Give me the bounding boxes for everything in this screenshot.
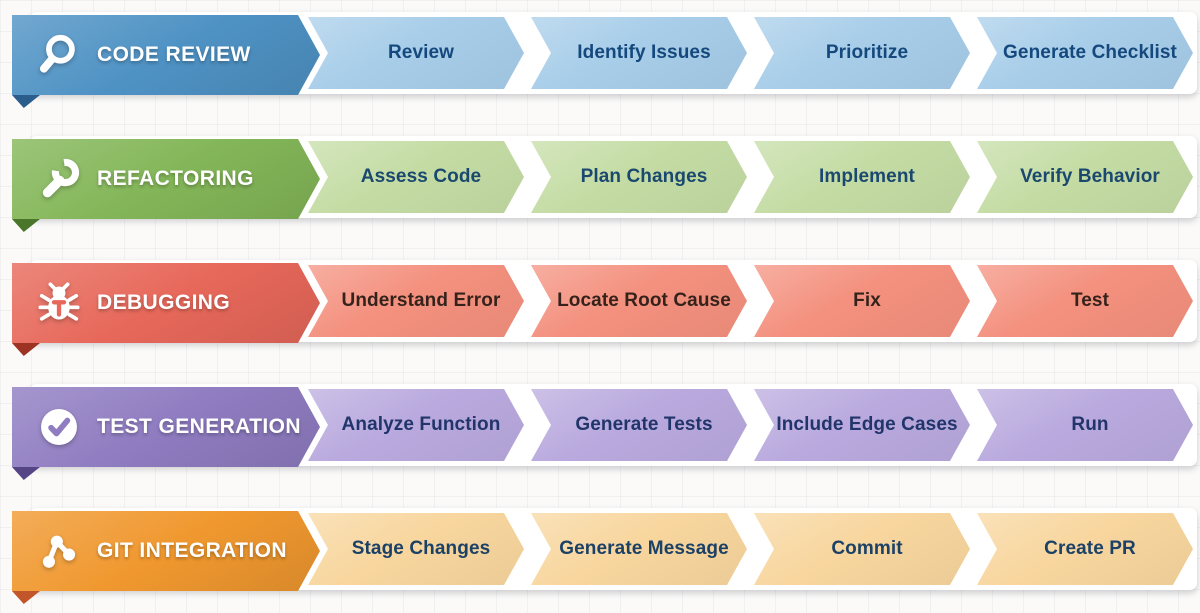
step-label: Implement: [819, 166, 915, 187]
pipeline-row-test-generation: TEST GENERATION Analyze Function Generate…: [12, 384, 1197, 480]
step-label: Generate Checklist: [1003, 42, 1177, 63]
pipeline-row-git-integration: GIT INTEGRATION Stage Changes Generate Me…: [12, 508, 1197, 604]
step-stage-changes: Stage Changes: [308, 513, 524, 585]
step-label: Stage Changes: [351, 538, 491, 559]
step-run: Run: [977, 389, 1193, 461]
steps-track: Stage Changes Generate Message Commit Creat…: [308, 513, 1193, 585]
pipeline-row-code-review: CODE REVIEW Review Identify Issues Priorit…: [12, 12, 1197, 108]
step-assess-code: Assess Code: [308, 141, 524, 213]
step-label: Understand Error: [341, 290, 501, 311]
wrench-icon: [36, 156, 82, 202]
step-review: Review: [308, 17, 524, 89]
step-test: Test: [977, 265, 1193, 337]
step-prioritize: Prioritize: [754, 17, 970, 89]
pipeline-row-debugging: DEBUGGING Understand Error Locate Root Ca…: [12, 260, 1197, 356]
step-commit: Commit: [754, 513, 970, 585]
step-label: Plan Changes: [580, 166, 708, 187]
step-label: Create PR: [1044, 538, 1136, 559]
step-label: Generate Tests: [575, 414, 713, 435]
step-label: Locate Root Cause: [557, 290, 731, 311]
step-generate-message: Generate Message: [531, 513, 747, 585]
step-label: Review: [387, 42, 455, 63]
ribbon-fold: [12, 219, 40, 232]
steps-track: Understand Error Locate Root Cause Fix Test: [308, 265, 1193, 337]
step-verify-behavior: Verify Behavior: [977, 141, 1193, 213]
pipeline-row-refactoring: REFACTORING Assess Code Plan Changes Imple…: [12, 136, 1197, 232]
step-label: Assess Code: [360, 166, 482, 187]
row-title: DEBUGGING: [97, 291, 231, 314]
step-fix: Fix: [754, 265, 970, 337]
ribbon-header: GIT INTEGRATION: [12, 511, 320, 591]
git-branch-icon: [36, 528, 82, 574]
step-analyze-function: Analyze Function: [308, 389, 524, 461]
steps-track: Assess Code Plan Changes Implement Verify B…: [308, 141, 1193, 213]
step-include-edge-cases: Include Edge Cases: [754, 389, 970, 461]
step-implement: Implement: [754, 141, 970, 213]
step-understand-error: Understand Error: [308, 265, 524, 337]
ribbon-header: REFACTORING: [12, 139, 320, 219]
row-title: REFACTORING: [97, 167, 254, 190]
step-label: Verify Behavior: [1020, 166, 1160, 187]
ribbon-fold: [12, 343, 40, 356]
step-generate-tests: Generate Tests: [531, 389, 747, 461]
step-generate-checklist: Generate Checklist: [977, 17, 1193, 89]
row-title: CODE REVIEW: [97, 43, 251, 66]
ribbon-header: DEBUGGING: [12, 263, 320, 343]
step-label: Prioritize: [825, 42, 909, 63]
ribbon-header: TEST GENERATION: [12, 387, 320, 467]
step-label: Identify Issues: [577, 42, 711, 63]
step-create-pr: Create PR: [977, 513, 1193, 585]
step-label: Analyze Function: [341, 414, 501, 435]
step-label: Include Edge Cases: [776, 414, 958, 435]
steps-track: Review Identify Issues Prioritize Generate …: [308, 17, 1193, 89]
step-label: Commit: [831, 538, 903, 559]
bug-icon: [36, 280, 82, 326]
step-identify-issues: Identify Issues: [531, 17, 747, 89]
steps-track: Analyze Function Generate Tests Include Ed…: [308, 389, 1193, 461]
ribbon-fold: [12, 591, 40, 604]
step-plan-changes: Plan Changes: [531, 141, 747, 213]
step-label: Test: [1070, 290, 1110, 311]
row-title: GIT INTEGRATION: [97, 539, 287, 562]
step-label: Fix: [853, 290, 881, 311]
step-locate-root-cause: Locate Root Cause: [531, 265, 747, 337]
check-circle-icon: [36, 404, 82, 450]
step-label: Generate Message: [559, 538, 729, 559]
row-title: TEST GENERATION: [97, 415, 301, 438]
ribbon-fold: [12, 467, 40, 480]
magnifier-icon: [36, 32, 82, 78]
ribbon-header: CODE REVIEW: [12, 15, 320, 95]
ribbon-fold: [12, 95, 40, 108]
step-label: Run: [1071, 414, 1109, 435]
pipeline-rows: CODE REVIEW Review Identify Issues Priorit…: [0, 12, 1200, 604]
